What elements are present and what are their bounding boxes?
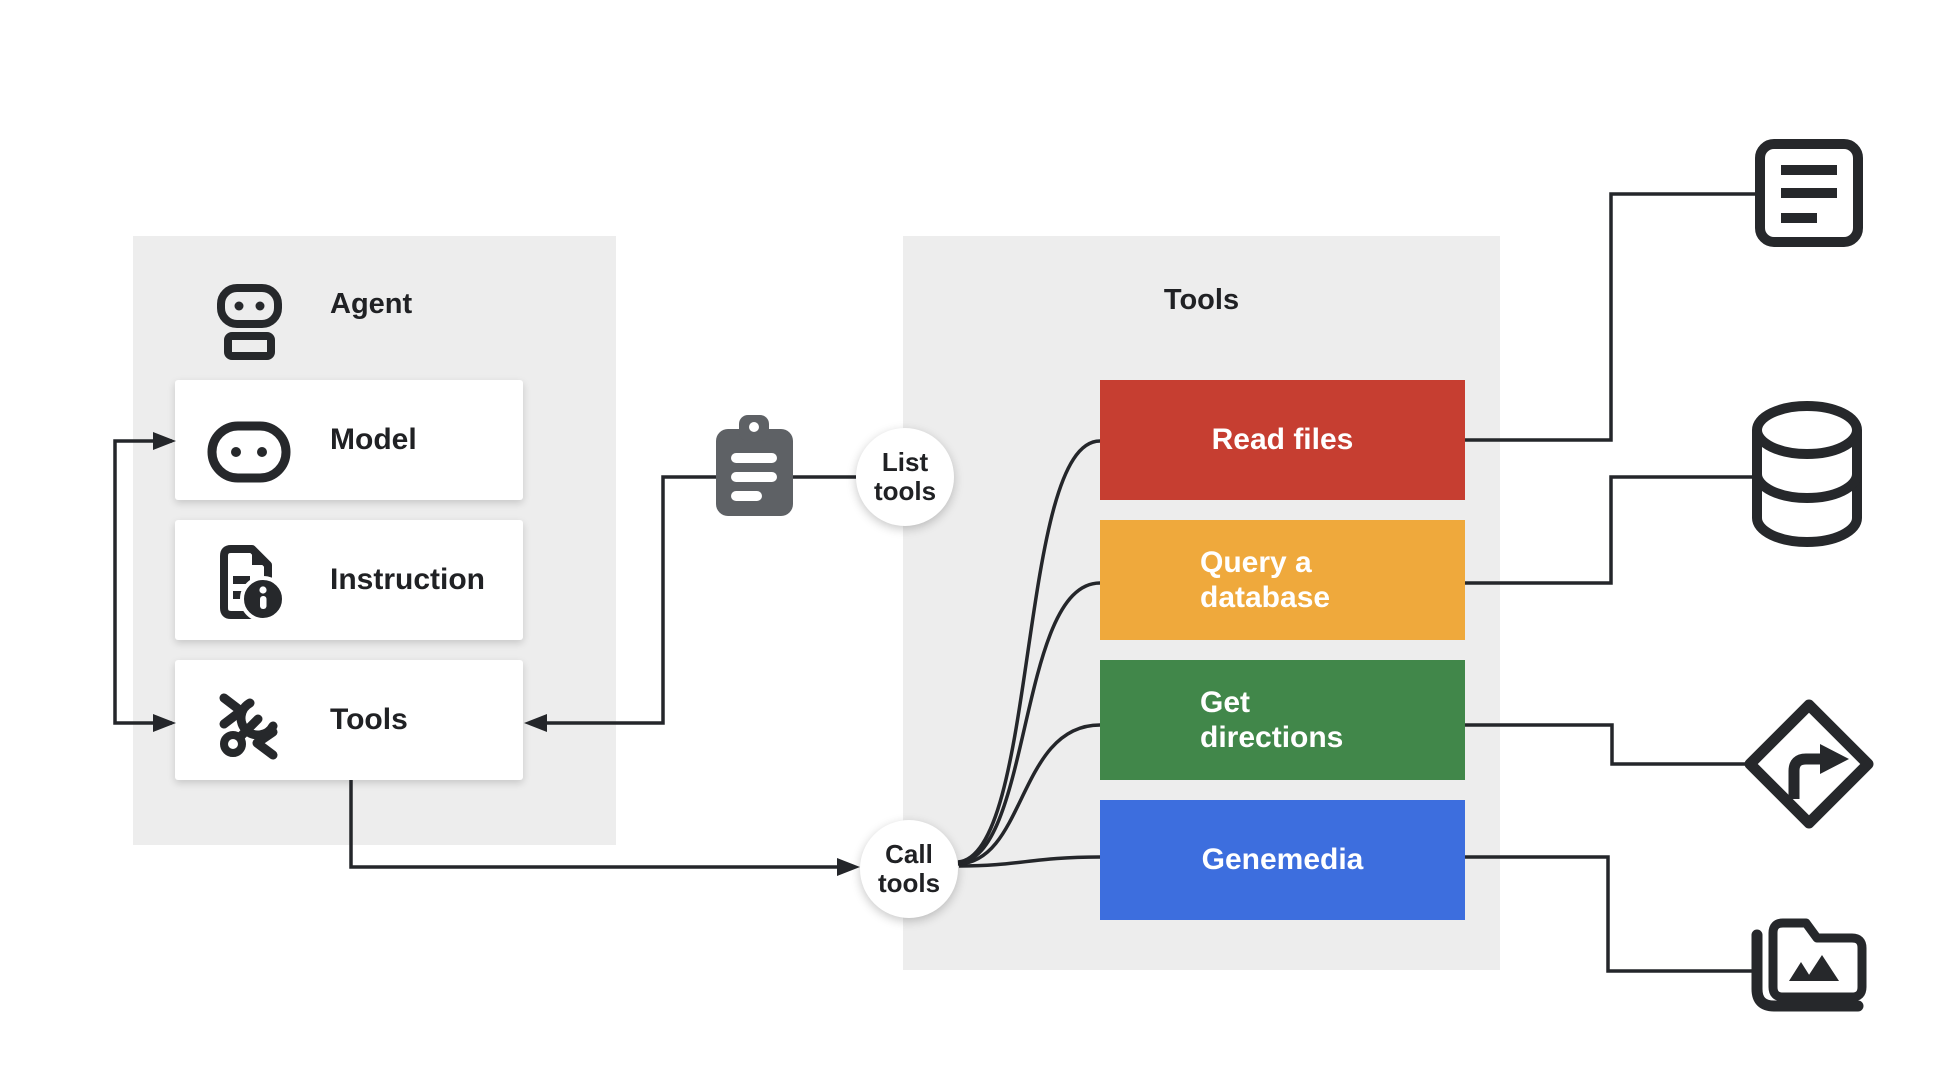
agent-panel-title: Agent [330,288,413,320]
tool-box-query-database: Query a database [1100,520,1465,640]
clipboard-icon [716,415,793,516]
tool-box-genemedia: Genemedia [1100,800,1465,920]
file-document-icon [1755,139,1863,247]
agent-tools-box-label: Tools [330,703,408,736]
tools-panel-title: Tools [1163,284,1240,316]
tool-box-label: Genemedia [1201,843,1364,877]
tool-box-read-files: Read files [1100,380,1465,500]
tool-output-connectors [1465,192,1755,973]
list-tools-node: List tools [856,428,954,526]
call-tools-label: Call tools [877,838,941,898]
model-box: Model [175,380,523,500]
model-box-label: Model [330,423,417,456]
tool-box-get-directions: Get directions [1100,660,1465,780]
list-tools-label: List tools [873,446,937,506]
agent-tools-box: Tools [175,660,523,780]
media-library-icon [1751,918,1867,1012]
instruction-box: Instruction [175,520,523,640]
tool-box-label: Get directions [1200,685,1344,754]
tool-box-label: Query a database [1200,545,1331,614]
tool-box-label: Read files [1211,423,1354,457]
call-tools-node: Call tools [860,820,958,918]
instruction-box-label: Instruction [330,563,485,596]
directions-icon [1744,699,1874,829]
database-icon [1752,401,1862,547]
